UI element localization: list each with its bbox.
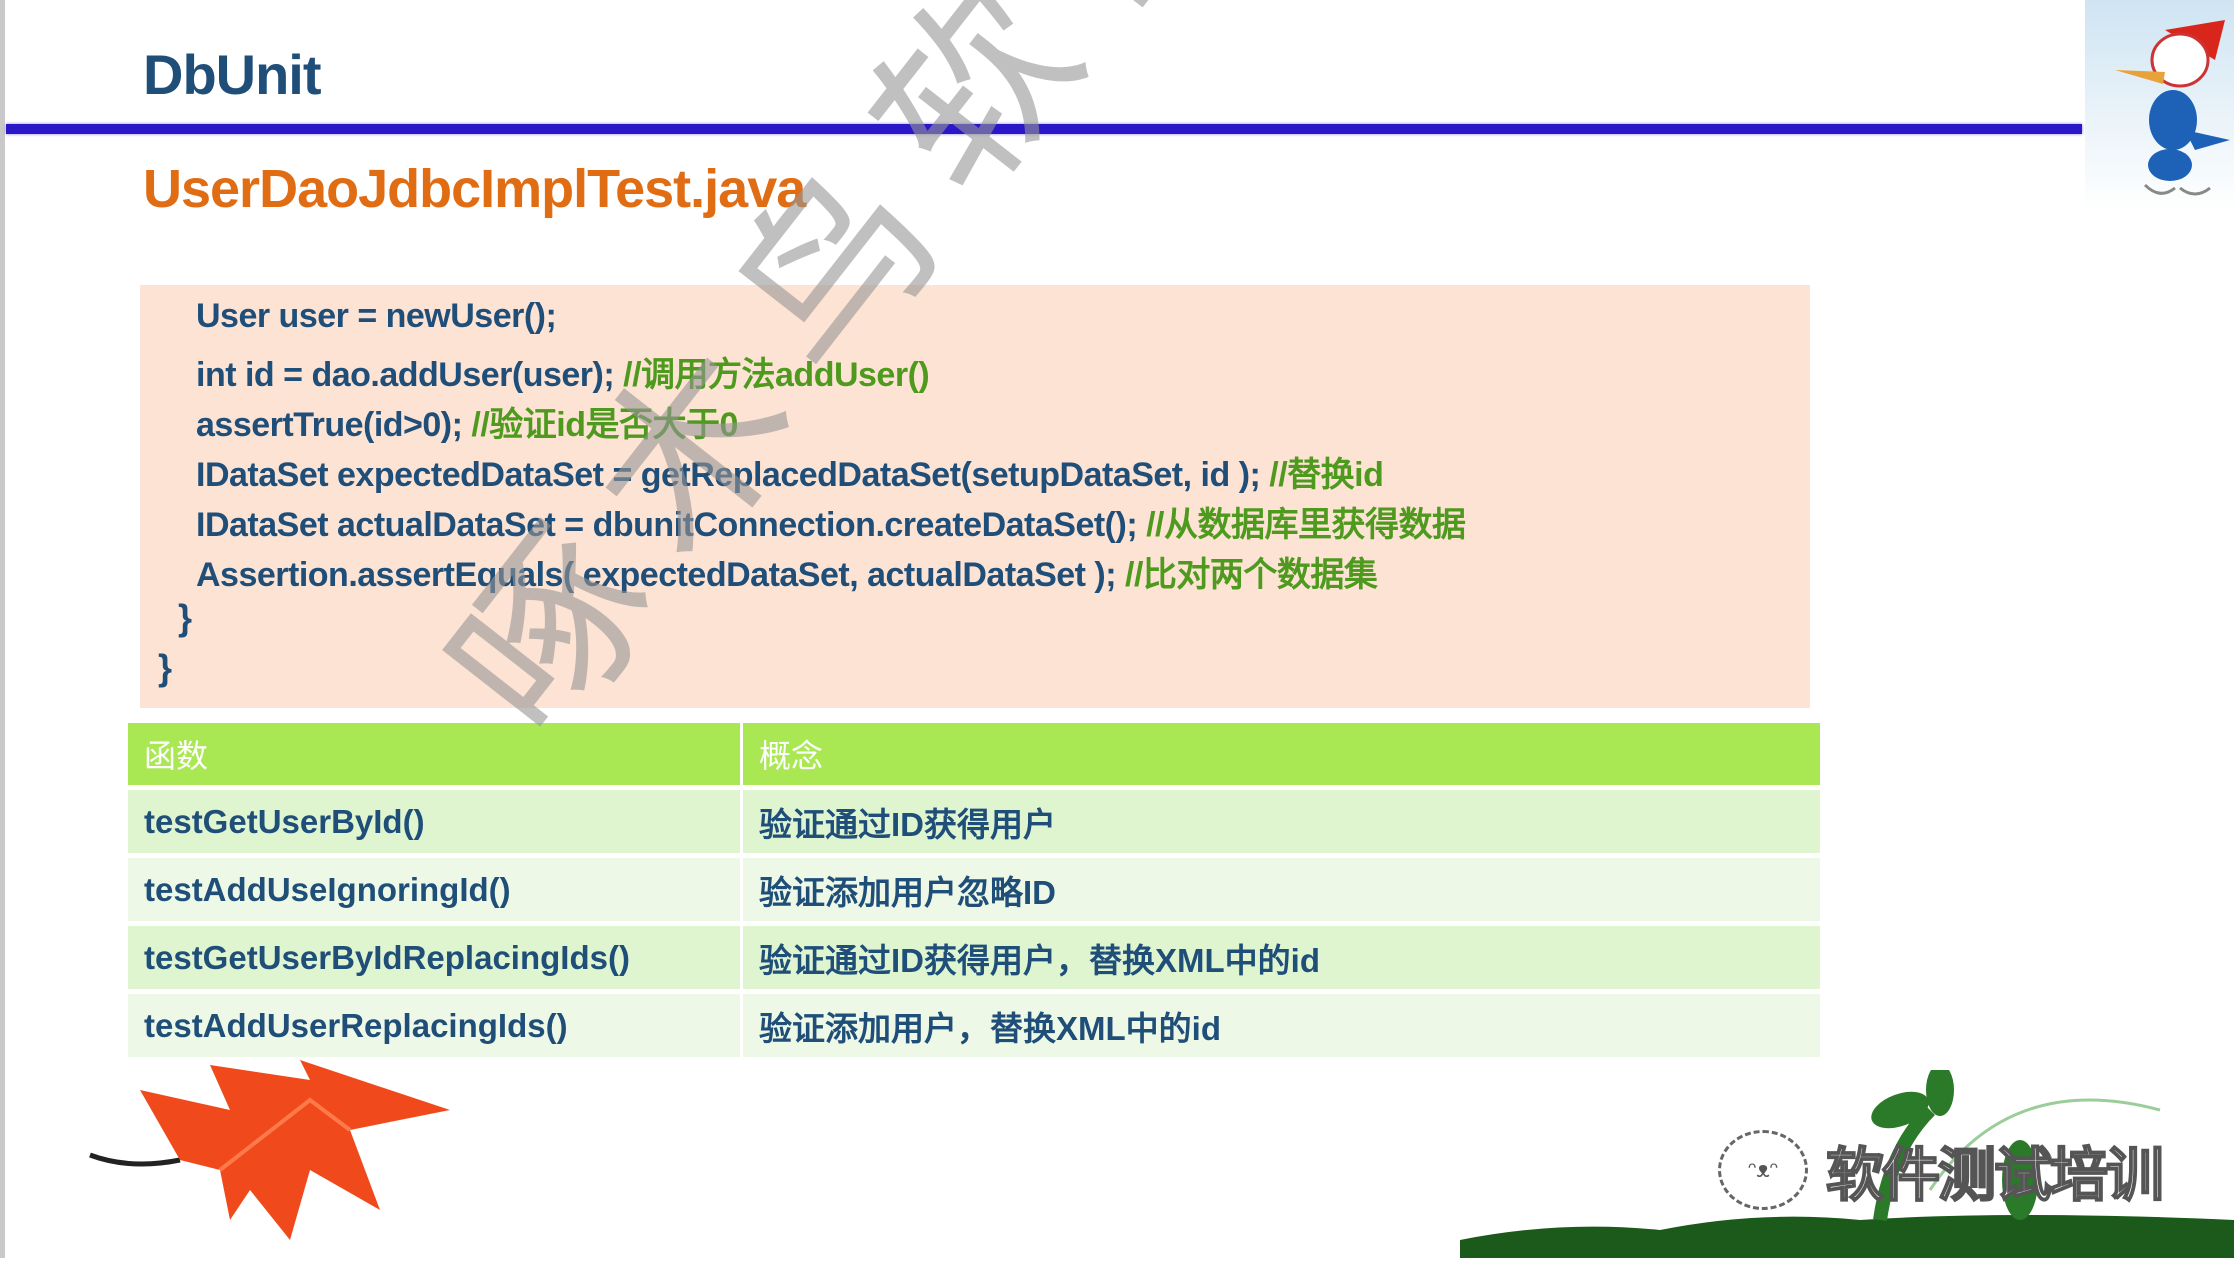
function-table: 函数 概念 testGetUserById() 验证通过ID获得用户 testA… bbox=[128, 718, 1820, 1062]
closing-brace: } bbox=[158, 647, 173, 688]
code-line: IDataSet actualDataSet = dbunitConnectio… bbox=[196, 506, 1466, 544]
function-name: testGetUserByIdReplacingIds() bbox=[128, 926, 743, 989]
code-line: IDataSet expectedDataSet = getReplacedDa… bbox=[196, 456, 1384, 494]
title-divider bbox=[6, 124, 2082, 134]
header-function: 函数 bbox=[128, 723, 743, 785]
plant-sprout-icon bbox=[1460, 1064, 2234, 1258]
wechat-icon: ᵔᴥᵔ bbox=[1718, 1130, 1808, 1210]
function-concept: 验证添加用户忽略ID bbox=[743, 858, 1820, 921]
slide-title: DbUnit bbox=[143, 43, 322, 106]
table-row: testAddUseIgnoringId() 验证添加用户忽略ID bbox=[128, 858, 1820, 921]
code-comment: //调用方法addUser() bbox=[623, 356, 930, 394]
table-row: testGetUserByIdReplacingIds() 验证通过ID获得用户… bbox=[128, 926, 1820, 989]
table-row: testAddUserReplacingIds() 验证添加用户，替换XML中的… bbox=[128, 994, 1820, 1057]
code-block: User user = newUser(); int id = dao.addU… bbox=[140, 285, 1810, 708]
function-name: testAddUseIgnoringId() bbox=[128, 858, 743, 921]
code-comment: //比对两个数据集 bbox=[1125, 556, 1378, 594]
wechat-watermark: ᵔᴥᵔ 软件测试培训 bbox=[1718, 1128, 2165, 1212]
code-line: assertTrue(id>0); //验证id是否大于0 bbox=[196, 406, 738, 444]
function-concept: 验证通过ID获得用户 bbox=[743, 790, 1820, 853]
function-name: testAddUserReplacingIds() bbox=[128, 994, 743, 1057]
code-comment: //替换id bbox=[1269, 456, 1384, 494]
slide-subtitle: UserDaoJdbcImplTest.java bbox=[143, 159, 806, 219]
closing-brace: } bbox=[178, 597, 193, 638]
function-concept: 验证通过ID获得用户，替换XML中的id bbox=[743, 926, 1820, 989]
table-header-row: 函数 概念 bbox=[128, 723, 1820, 785]
code-comment: //验证id是否大于0 bbox=[471, 406, 738, 444]
maple-leaf-icon bbox=[50, 1060, 470, 1240]
slide-left-border bbox=[0, 0, 5, 1258]
function-name: testGetUserById() bbox=[128, 790, 743, 853]
function-concept: 验证添加用户，替换XML中的id bbox=[743, 994, 1820, 1057]
wechat-label: 软件测试培训 bbox=[1825, 1142, 2165, 1209]
code-line: int id = dao.addUser(user); //调用方法addUse… bbox=[196, 356, 930, 394]
code-comment: //从数据库里获得数据 bbox=[1146, 506, 1466, 544]
code-line: User user = newUser(); bbox=[196, 297, 557, 335]
woodpecker-icon bbox=[2085, 0, 2234, 210]
table-row: testGetUserById() 验证通过ID获得用户 bbox=[128, 790, 1820, 853]
header-concept: 概念 bbox=[743, 723, 1820, 785]
code-line: Assertion.assertEquals( expectedDataSet,… bbox=[196, 556, 1378, 594]
